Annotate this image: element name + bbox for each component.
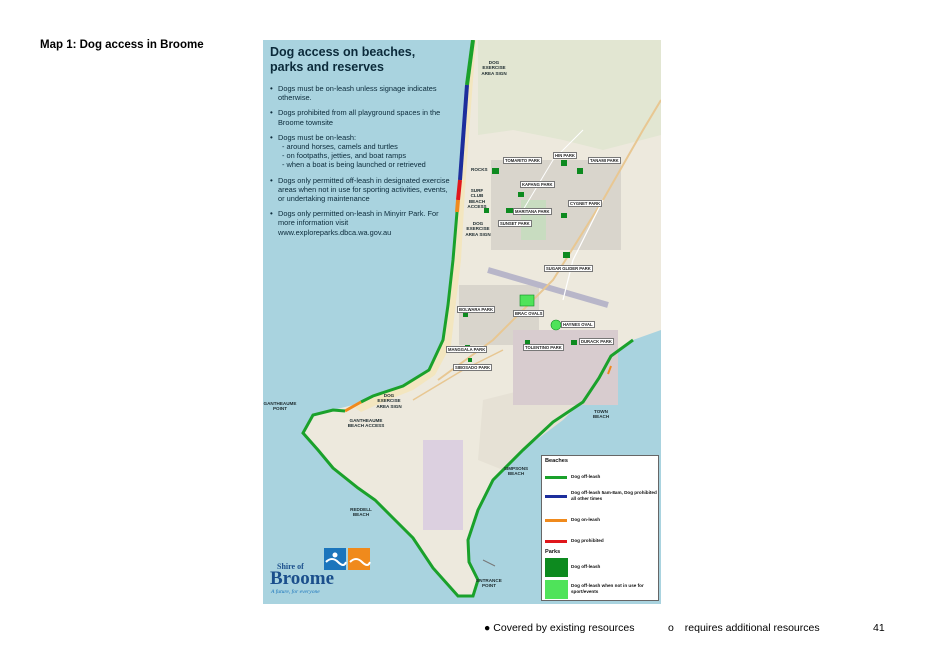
park-label-tolentino: TOLENTINO PARK [523, 344, 564, 352]
park-label-tomarito: TOMARITO PARK [503, 157, 542, 165]
legend-swatch [545, 519, 567, 522]
park-label-hin: HIN PARK [553, 152, 577, 160]
park-marker [571, 340, 577, 345]
rule-item: Dogs only permitted off-leash in designa… [269, 176, 454, 204]
park-label-cygnet: CYGNET PARK [568, 200, 603, 208]
park-label-durack: DURACK PARK [579, 338, 614, 346]
park-label-sugar-glider: SUGAR GLIDER PARK [544, 265, 593, 273]
logo-tagline: A future, for everyone [271, 589, 320, 595]
map-title: Dog access on beaches, parks and reserve… [270, 45, 416, 74]
park-marker [506, 208, 513, 213]
park-label-haynes: HAYNES OVAL [561, 321, 595, 329]
page-heading: Map 1: Dog access in Broome [40, 39, 204, 51]
park-label-brac: BRAC OVALS [513, 310, 545, 318]
footer-requires-label: requires additional resources [684, 622, 820, 634]
park-marker [525, 340, 530, 344]
legend-label: Dog off-leash 5am-8am, Dog prohibited al… [571, 490, 657, 501]
label-reddell-beach: REDDELL BEACH [350, 507, 372, 518]
park-label-sibosado: SIBOSADO PARK [453, 364, 493, 372]
legend-label: Dog prohibited [571, 538, 604, 543]
footer-covered-label: Covered by existing resources [493, 622, 635, 634]
rule-item: Dogs only permitted on-leash in Minyirr … [269, 209, 454, 237]
logo-mark-icon [324, 548, 371, 570]
park-marker [518, 192, 524, 197]
label-entrance-point: ENTRANCE POINT [476, 578, 502, 589]
legend-beaches-heading: Beaches [545, 458, 569, 464]
park-label-sunset: SUNSET PARK [498, 220, 532, 228]
map-legend: Beaches Dog off-leash Dog off-leash 5am-… [541, 455, 659, 601]
footer-requires: o requires additional resources [668, 622, 820, 634]
label-dog-exercise-south: DOG EXERCISE AREA SIGN [376, 393, 402, 409]
beach-on-leash-line [607, 365, 612, 375]
park-marker [550, 319, 562, 331]
label-dog-exercise-north: DOG EXERCISE AREA SIGN [481, 60, 507, 76]
park-label-maritana: MARITANA PARK [513, 208, 552, 216]
jetty [482, 559, 496, 567]
beach-prohibited-line [456, 179, 462, 201]
footer-covered: ● Covered by existing resources [484, 622, 635, 634]
label-dog-exercise-mid: DOG EXERCISE AREA SIGN [465, 221, 491, 237]
shire-logo: Shire of Broome A future, for everyone [269, 548, 379, 598]
park-marker [577, 168, 583, 174]
rule-subitem: - around horses, camels and turtles [282, 142, 398, 152]
beach-restricted-line [458, 84, 469, 181]
industrial-area [423, 440, 463, 530]
legend-swatch [545, 495, 567, 498]
park-label-bolwara: BOLWARA PARK [457, 306, 495, 314]
beach-on-leash-line [344, 400, 362, 413]
park-marker [484, 208, 489, 213]
legend-swatch [545, 580, 568, 599]
park-label-tanami: TANAMI PARK [588, 157, 621, 165]
park-marker [561, 160, 567, 166]
label-gantheaume-beach: GANTHEAUME BEACH ACCESS [347, 418, 385, 429]
legend-swatch [545, 558, 568, 577]
logo-line1: Shire of [277, 562, 304, 571]
runway [487, 267, 609, 308]
rules-list: Dogs must be on-leash unless signage ind… [269, 84, 454, 243]
label-rocks: ROCKS [471, 167, 488, 172]
label-surf-club: SURF CLUB BEACH ACCESS [467, 188, 487, 210]
label-town-beach: TOWN BEACH [592, 409, 610, 420]
rule-item: Dogs must be on-leash unless signage ind… [269, 84, 454, 102]
rule-item: Dogs must be on-leash: - around horses, … [269, 133, 454, 170]
beach-off-leash-line [465, 40, 475, 86]
bush-area [478, 40, 661, 150]
map: Dog access on beaches, parks and reserve… [263, 40, 661, 604]
park-marker [468, 358, 472, 362]
park-marker [563, 252, 570, 258]
park-marker [519, 294, 535, 307]
rule-item: Dogs prohibited from all playground spac… [269, 108, 454, 126]
legend-swatch [545, 540, 567, 543]
beach-off-leash-line [301, 338, 634, 598]
label-simpsons-beach: SIMPSONS BEACH [503, 466, 529, 477]
legend-label: Dog off-leash [571, 564, 601, 569]
park-label-kapang: KAPANG PARK [520, 181, 555, 189]
beach-off-leash-line [360, 211, 459, 404]
road [562, 199, 604, 301]
filled-bullet-icon: ● [484, 622, 491, 634]
legend-parks-heading: Parks [545, 549, 561, 555]
park-marker [492, 168, 499, 174]
park-marker [463, 312, 468, 317]
legend-label: Dog on-leash [571, 517, 601, 522]
legend-label: Dog off-leash [571, 474, 601, 479]
label-gantheaume-point: GANTHEAUME POINT [263, 401, 297, 412]
beach-on-leash-line [455, 199, 460, 213]
logo-line2: Broome [270, 568, 335, 589]
page-number: 41 [873, 622, 885, 634]
open-bullet-icon: o [668, 622, 674, 634]
park-label-manggala: MANGGALA PARK [446, 346, 488, 354]
legend-label: Dog off-leash when not in use for sport/… [571, 583, 644, 594]
rule-subitem: - when a boat is being launched or retri… [282, 160, 426, 170]
legend-swatch [545, 476, 567, 479]
rule-item-text: Dogs must be on-leash: [278, 132, 357, 142]
rule-subitem: - on footpaths, jetties, and boat ramps [282, 151, 407, 161]
park-marker [561, 213, 567, 218]
road [522, 129, 584, 211]
